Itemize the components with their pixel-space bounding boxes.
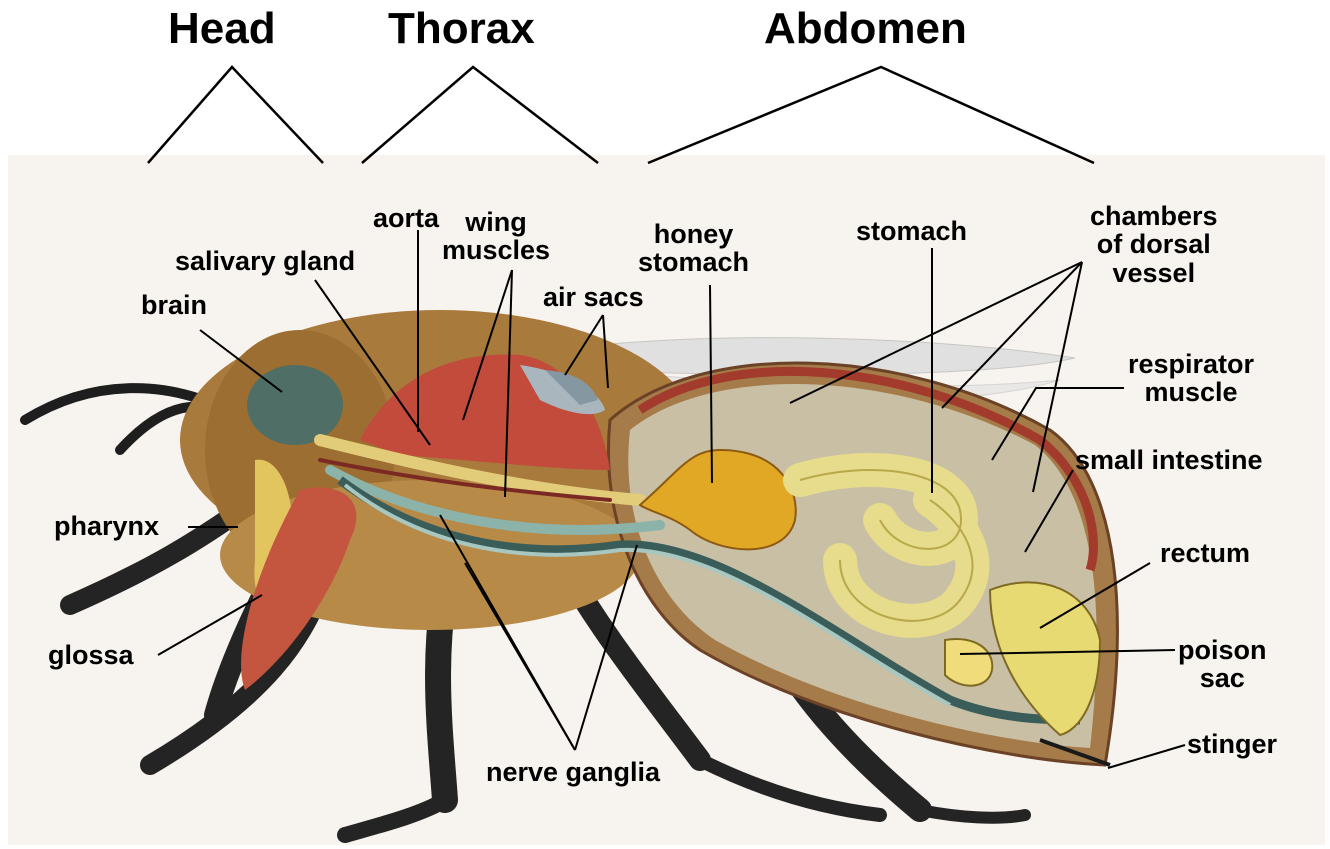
label-salivary-gland: salivary gland xyxy=(175,247,355,275)
label-air-sacs: air sacs xyxy=(543,283,644,311)
section-label-head: Head xyxy=(168,6,276,52)
label-aorta: aorta xyxy=(373,204,439,232)
label-rectum: rectum xyxy=(1160,539,1250,567)
label-pharynx: pharynx xyxy=(54,512,159,540)
label-nerve-ganglia: nerve ganglia xyxy=(486,758,660,786)
section-brackets xyxy=(148,67,1094,163)
section-label-abdomen: Abdomen xyxy=(764,6,967,52)
label-respirator-muscle: respirator muscle xyxy=(1128,350,1254,407)
label-brain: brain xyxy=(141,291,207,319)
label-honey-stomach: honey stomach xyxy=(638,220,749,277)
label-stinger: stinger xyxy=(1187,730,1277,758)
label-poison-sac: poison sac xyxy=(1178,636,1267,693)
label-wing-muscles: wing muscles xyxy=(442,208,550,265)
label-glossa: glossa xyxy=(48,641,134,669)
label-chambers-of-dorsal-vessel: chambers of dorsal vessel xyxy=(1090,202,1218,287)
label-small-intestine: small intestine xyxy=(1075,446,1263,474)
section-label-thorax: Thorax xyxy=(388,6,535,52)
label-stomach: stomach xyxy=(856,217,967,245)
